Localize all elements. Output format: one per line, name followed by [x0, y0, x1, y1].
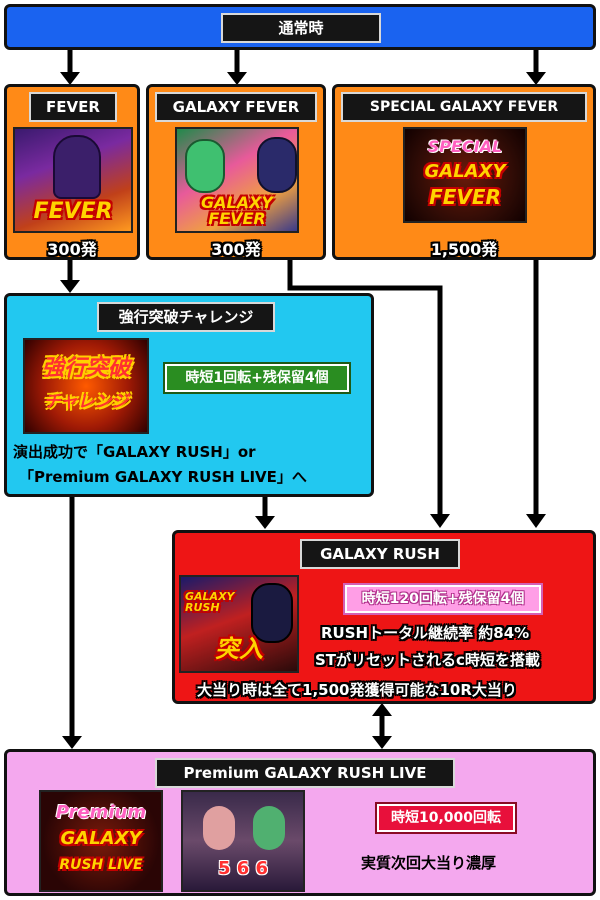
fever-logo: FEVER [33, 199, 113, 224]
arrowhead-rush-up [372, 703, 392, 716]
character-silhouette-left [185, 139, 225, 193]
node-galaxy-fever-title: GALAXY FEVER [155, 92, 317, 122]
arrowhead-special [526, 72, 546, 85]
character-silhouette-left [203, 806, 235, 850]
galaxy-rush-logo-line1: GALAXY RUSH [185, 590, 235, 614]
special-galaxy-fever-image: SPECIAL GALAXY FEVER [403, 127, 527, 223]
node-premium-title: Premium GALAXY RUSH LIVE [155, 758, 455, 788]
arrowhead-premium-from-challenge [62, 736, 82, 749]
node-special-title: SPECIAL GALAXY FEVER [341, 92, 587, 122]
challenge-logo-line1: 強行突破 [41, 356, 130, 381]
node-fever-title: FEVER [29, 92, 117, 122]
node-premium-live: Premium GALAXY RUSH LIVE Premium GALAXY … [4, 749, 596, 896]
node-normal-title: 通常時 [221, 13, 381, 43]
galaxy-rush-logo-line2: 突入 [215, 635, 263, 663]
challenge-logo-line2: チャレンジ [43, 392, 129, 412]
arrowhead-fever [60, 72, 80, 85]
arrowhead-rush-from-challenge [255, 516, 275, 529]
character-silhouette [251, 583, 293, 643]
arrowhead-galaxy-fever [227, 72, 247, 85]
character-silhouette-right [257, 137, 297, 193]
fever-image: FEVER [13, 127, 133, 233]
galaxy-rush-image: GALAXY RUSH 突入 [179, 575, 299, 673]
premium-logo-line1: Premium [55, 802, 147, 823]
galaxy-rush-line1: RUSHトータル継続率 約84% [321, 624, 530, 642]
premium-note: 実質次回大当り濃厚 [361, 854, 497, 872]
premium-screen-digits: 5 6 6 [217, 858, 269, 879]
galaxy-rush-badge: 時短120回転+残保留4個 [343, 583, 543, 615]
node-galaxy-rush: GALAXY RUSH GALAXY RUSH 突入 時短120回転+残保留4個… [172, 530, 596, 704]
arrowhead-rush-from-galaxy [430, 514, 450, 528]
galaxy-fever-image: GALAXY FEVER [175, 127, 299, 233]
node-fever-payout: 300発 [47, 240, 97, 259]
challenge-desc-line2: 「Premium GALAXY RUSH LIVE」へ [19, 468, 307, 486]
arrowhead-rush-from-special [526, 514, 546, 528]
challenge-desc-line1: 演出成功で「GALAXY RUSH」or [13, 443, 256, 461]
galaxy-fever-logo: GALAXY FEVER [200, 193, 273, 228]
arrowhead-challenge [60, 280, 80, 293]
node-galaxy-rush-title: GALAXY RUSH [300, 539, 460, 569]
challenge-image: 強行突破 チャレンジ [23, 338, 149, 434]
premium-badge: 時短10,000回転 [375, 802, 517, 834]
premium-logo-image: Premium GALAXY RUSH LIVE [39, 790, 163, 892]
node-challenge-title: 強行突破チャレンジ [97, 302, 275, 332]
character-silhouette-right [253, 806, 285, 850]
node-special-galaxy-fever: SPECIAL GALAXY FEVER SPECIAL GALAXY FEVE… [332, 84, 596, 260]
node-fever: FEVER FEVER 300発 [4, 84, 140, 260]
character-silhouette [53, 135, 101, 199]
premium-screen-image: 5 6 6 [181, 790, 305, 892]
special-logo-line2: GALAXY [424, 161, 506, 182]
arrow-galaxy-fever-to-rush [287, 260, 443, 520]
challenge-badge: 時短1回転+残保留4個 [163, 362, 351, 394]
node-normal: 通常時 [4, 4, 596, 50]
special-logo-line3: FEVER [429, 185, 501, 209]
special-logo-line1: SPECIAL [427, 137, 503, 156]
arrowhead-premium-down [372, 736, 392, 749]
galaxy-rush-line3: 大当り時は全て1,500発獲得可能な10R大当り [197, 681, 517, 699]
premium-logo-line3: RUSH LIVE [59, 857, 143, 873]
node-galaxy-fever: GALAXY FEVER GALAXY FEVER 300発 [146, 84, 326, 260]
node-challenge: 強行突破チャレンジ 強行突破 チャレンジ 時短1回転+残保留4個 演出成功で「G… [4, 293, 374, 497]
node-galaxy-fever-payout: 300発 [211, 240, 261, 259]
node-special-payout: 1,500発 [430, 240, 498, 259]
galaxy-rush-line2: STがリセットされるc時短を搭載 [315, 651, 540, 669]
premium-logo-line2: GALAXY [60, 828, 142, 849]
